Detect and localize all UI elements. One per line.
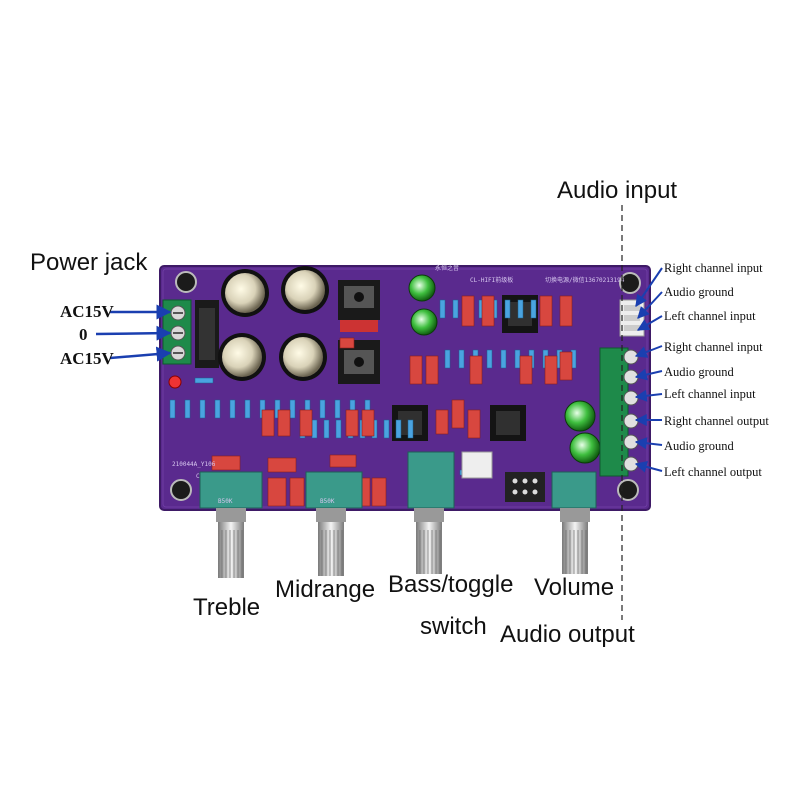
bass-label-line1: Bass/toggle: [388, 571, 514, 598]
pot-value-mid: B50K: [320, 498, 335, 505]
bass-label-line2: switch: [420, 613, 487, 640]
filter-capacitors: [218, 266, 329, 381]
silk-contact: 切换电源/微信13670213194: [545, 276, 625, 284]
connector-label-4: Right channel input: [664, 340, 763, 354]
silk-title: 永恒之音: [435, 264, 459, 272]
silk-code: 210044A_Y106: [172, 461, 216, 468]
power-jack-label: Power jack: [30, 249, 148, 276]
connector-label-8: Audio ground: [664, 439, 734, 453]
pot-treble: B50K: [199, 471, 263, 578]
connector-label-5: Audio ground: [664, 365, 734, 379]
voltage-regulators: [338, 280, 380, 384]
connector-label-6: Left channel input: [664, 387, 756, 401]
treble-label: Treble: [193, 594, 261, 621]
midrange-label: Midrange: [275, 576, 376, 603]
film-capacitor-array: [211, 295, 573, 507]
audio-input-title: Audio input: [557, 177, 678, 204]
pot-volume: [551, 471, 597, 574]
connector-label-9: Left channel output: [664, 465, 762, 479]
zero-volt-label: 0: [79, 325, 88, 344]
pot-midrange: B50K: [305, 471, 363, 576]
mounting-holes: [170, 271, 641, 501]
ac15v-top-label: AC15V: [60, 302, 114, 321]
audio-output-label: Audio output: [500, 621, 635, 648]
pot-bass: [407, 451, 455, 574]
power-arrows: [95, 304, 172, 362]
connector-label-7: Right channel output: [664, 414, 769, 428]
pot-value-treble: B50K: [218, 498, 233, 505]
connector-label-3: Left channel input: [664, 309, 756, 323]
ac15v-bottom-label: AC15V: [60, 349, 114, 368]
silk-model: CL-HIFI前级板: [470, 276, 513, 284]
connector-label-2: Audio ground: [664, 285, 734, 299]
connector-label-1: Right channel input: [664, 261, 763, 275]
volume-label: Volume: [534, 574, 615, 601]
connector-arrows: [634, 267, 663, 473]
